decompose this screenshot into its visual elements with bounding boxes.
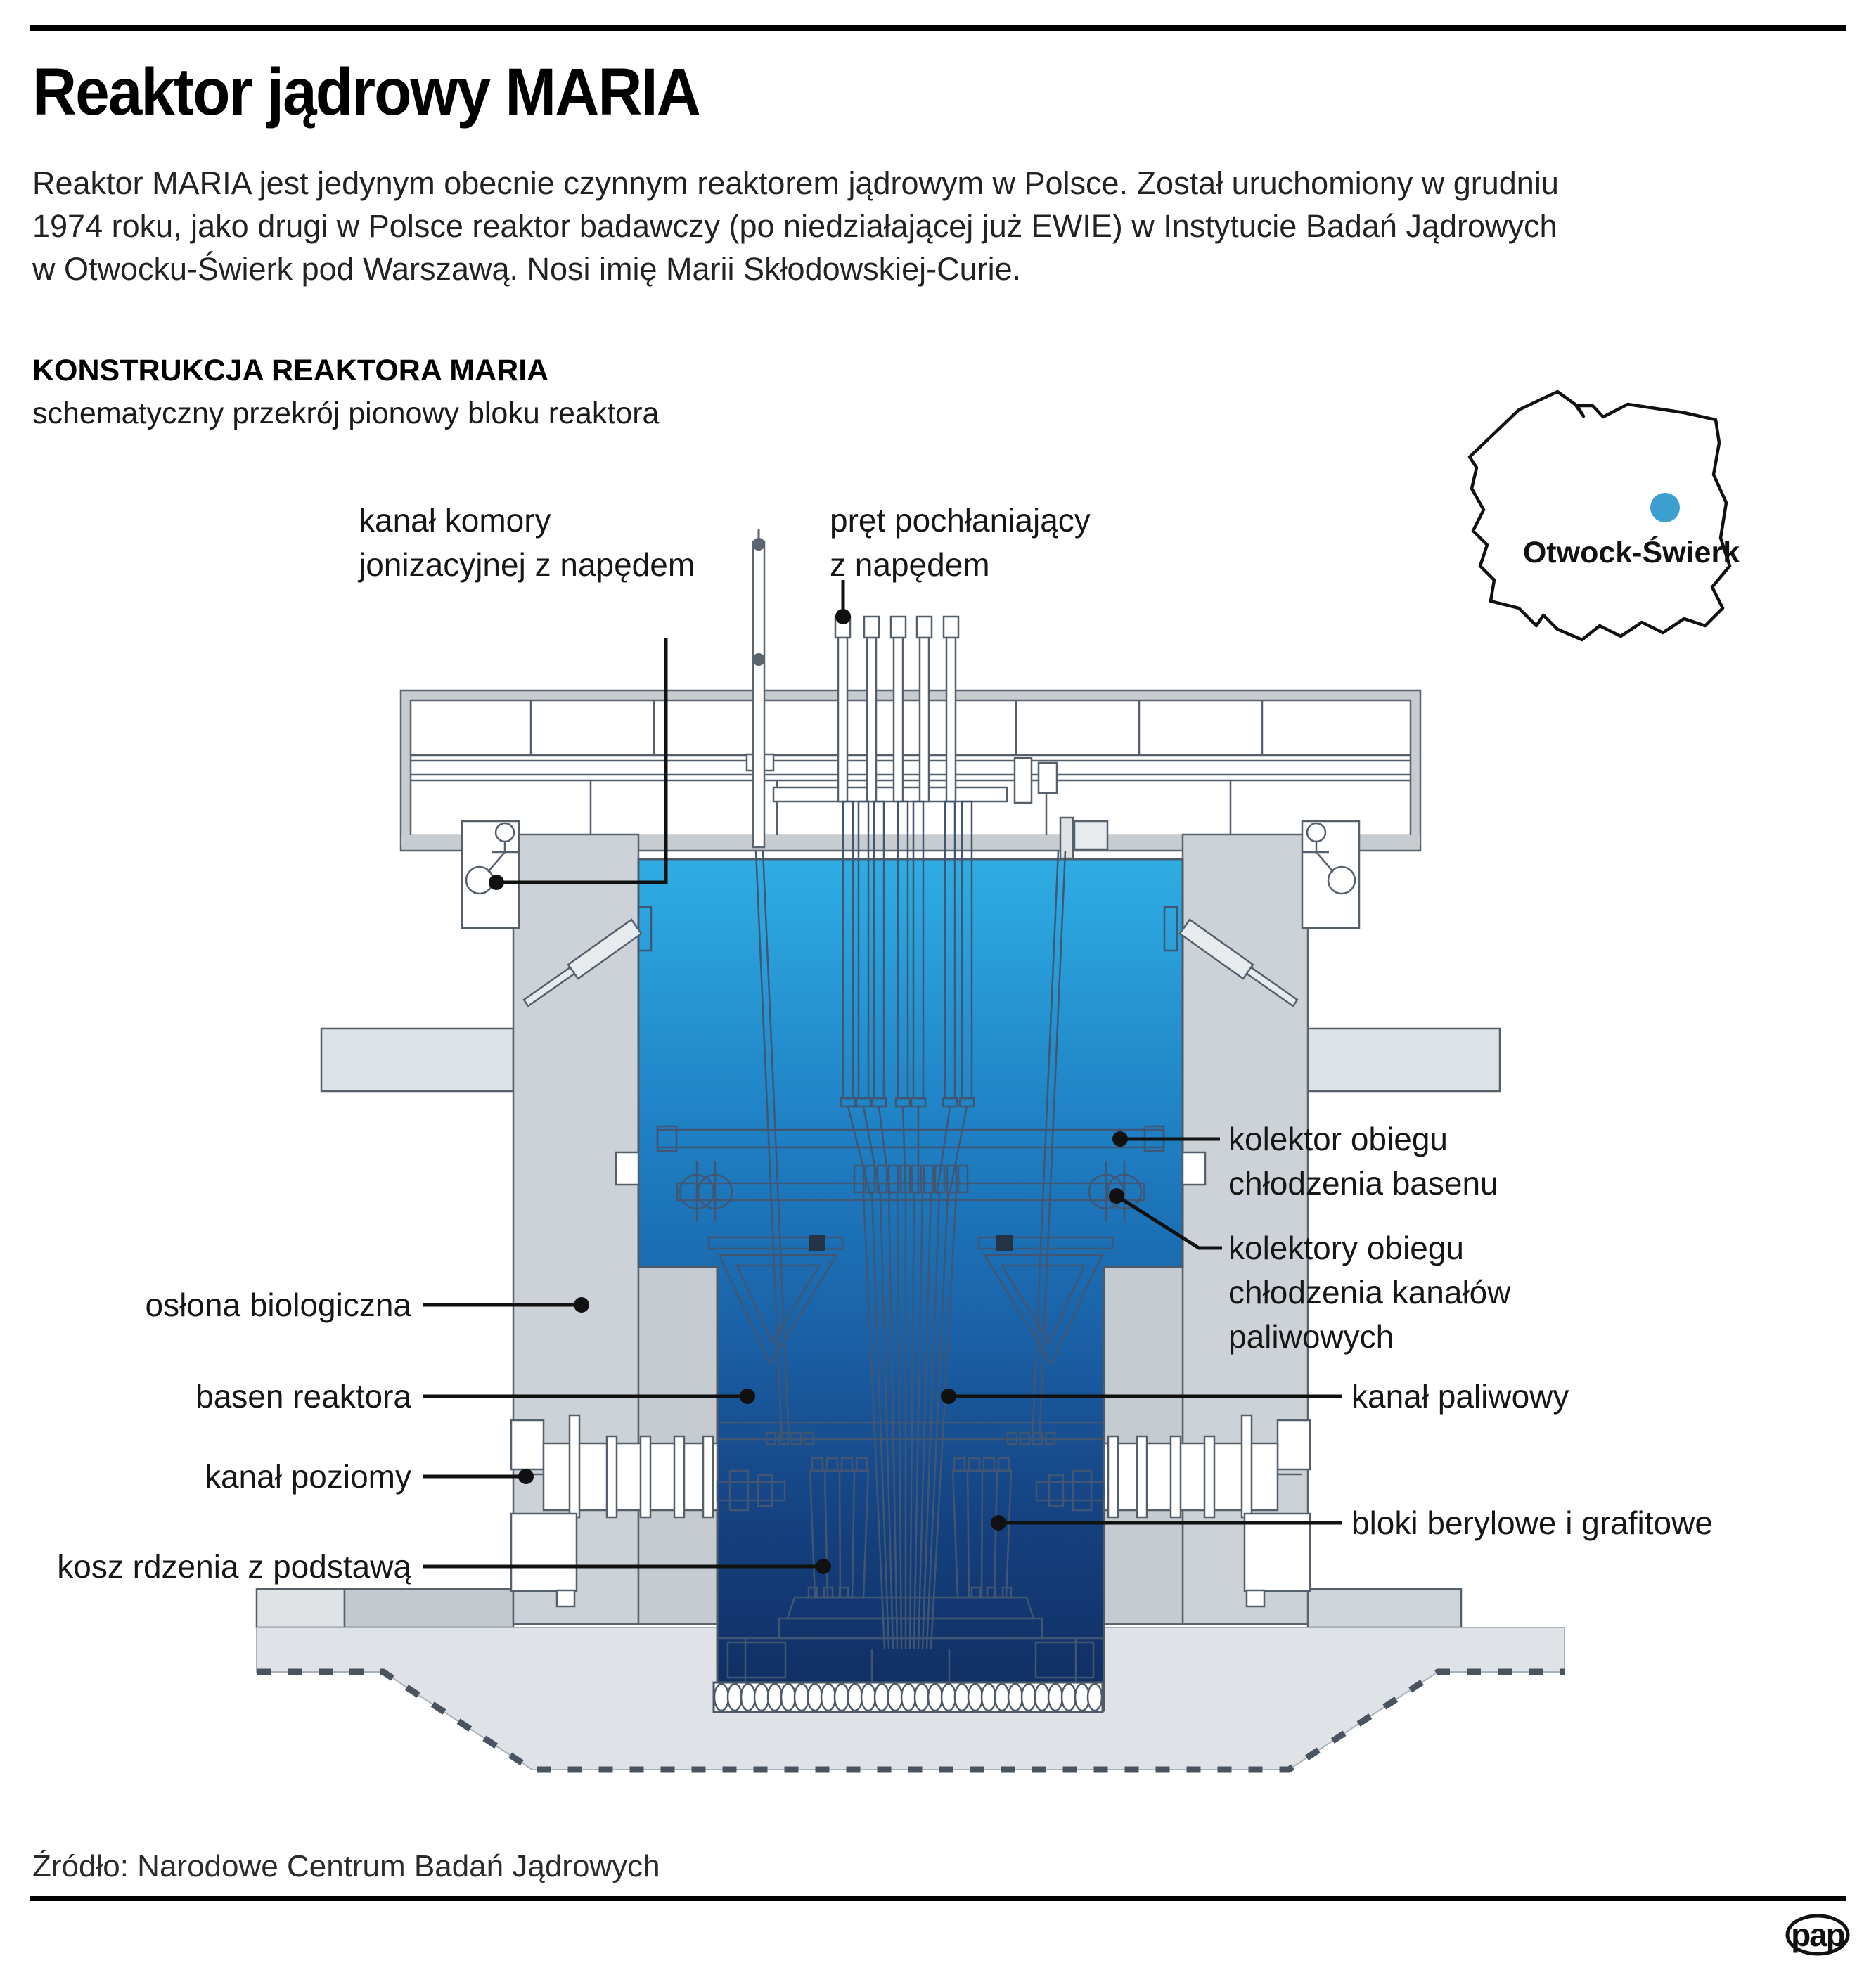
leader-lines	[423, 580, 1342, 1574]
pool-edge-box-right	[1163, 906, 1178, 952]
foundation-slab-left	[255, 1588, 346, 1629]
page-title: Reaktor jądrowy MARIA	[32, 55, 701, 129]
rod-hanger-box	[1059, 816, 1074, 860]
drive-housing-plate	[772, 786, 1008, 803]
horizontal-channel-right	[1035, 1414, 1311, 1608]
location-dot	[1650, 493, 1680, 522]
section-subheading: schematyczny przekrój pionowy bloku reak…	[32, 397, 660, 430]
brace-right	[1178, 918, 1299, 1007]
fuel-channel-heads	[853, 1164, 969, 1194]
fuel-channel-bundle	[862, 1192, 958, 1649]
intro-paragraph: Reaktor MARIA jest jedynym obecnie czynn…	[32, 165, 1559, 287]
poland-map: Otwock-Świerk	[1467, 390, 1740, 642]
label-oslona-biologiczna: osłona biologiczna	[146, 1287, 412, 1323]
pap-logo-text: pap	[1791, 1917, 1845, 1953]
label-kanal-komory: kanał komory jonizacyjnej z napędem	[357, 502, 695, 583]
pool-tab-right	[1181, 1151, 1207, 1186]
core-region	[717, 1421, 1104, 1682]
label-kolektor: kolektor obiegu chłodzenia basenu	[1228, 1121, 1498, 1202]
ionization-chamber-channel	[752, 529, 790, 1442]
label-kosz-rdzenia: kosz rdzenia z podstawą	[57, 1548, 411, 1585]
absorber-rod-drives	[834, 615, 960, 803]
section-heading: KONSTRUKCJA REAKTORA MARIA	[32, 354, 549, 387]
label-kanal-poziomy: kanał poziomy	[205, 1458, 411, 1495]
label-basen-reaktora: basen reaktora	[195, 1378, 411, 1415]
ledge-right	[1306, 1027, 1501, 1093]
pool-liner-brackets	[707, 1235, 1114, 1366]
label-kanal-paliwowy: kanał paliwowy	[1351, 1378, 1569, 1415]
support-coil	[712, 1681, 1104, 1713]
foundation-dashed-edge	[257, 1668, 1565, 1773]
trolley-right	[1301, 820, 1361, 929]
label-kolektory: kolektory obiegu chłodzenia kanałów pali…	[1228, 1230, 1520, 1355]
bottom-rule	[30, 1896, 1846, 1901]
map-location-label: Otwock-Świerk	[1523, 535, 1740, 569]
trolley-left	[461, 820, 520, 929]
foundation-slab-left2	[343, 1588, 515, 1629]
pool-tab-left	[615, 1151, 640, 1186]
horizontal-channel-left	[510, 1414, 786, 1608]
label-pret-pochlaniajacy: pręt pochłaniający z napędem	[830, 502, 1100, 583]
foundation-slab-right	[1306, 1588, 1463, 1629]
fuel-cooling-collectors	[676, 1161, 1145, 1222]
top-platform	[399, 689, 1422, 852]
ledge-left	[320, 1027, 515, 1093]
poland-outline	[1467, 390, 1732, 642]
rod-guide-tubes	[840, 800, 975, 1196]
rod-hanger-box2	[1073, 820, 1109, 851]
reactor-diagram: kanał komory jonizacyjnej z napędem pręt…	[57, 502, 1713, 1773]
pap-logo: pap	[1785, 1914, 1850, 1956]
source-line: Źródło: Narodowe Centrum Badań Jądrowych	[32, 1849, 660, 1884]
reactor-pool	[637, 858, 1184, 1712]
label-bloki-berylowe: bloki berylowe i grafitowe	[1351, 1505, 1713, 1541]
top-rule	[30, 25, 1846, 31]
brace-left	[522, 918, 643, 1007]
